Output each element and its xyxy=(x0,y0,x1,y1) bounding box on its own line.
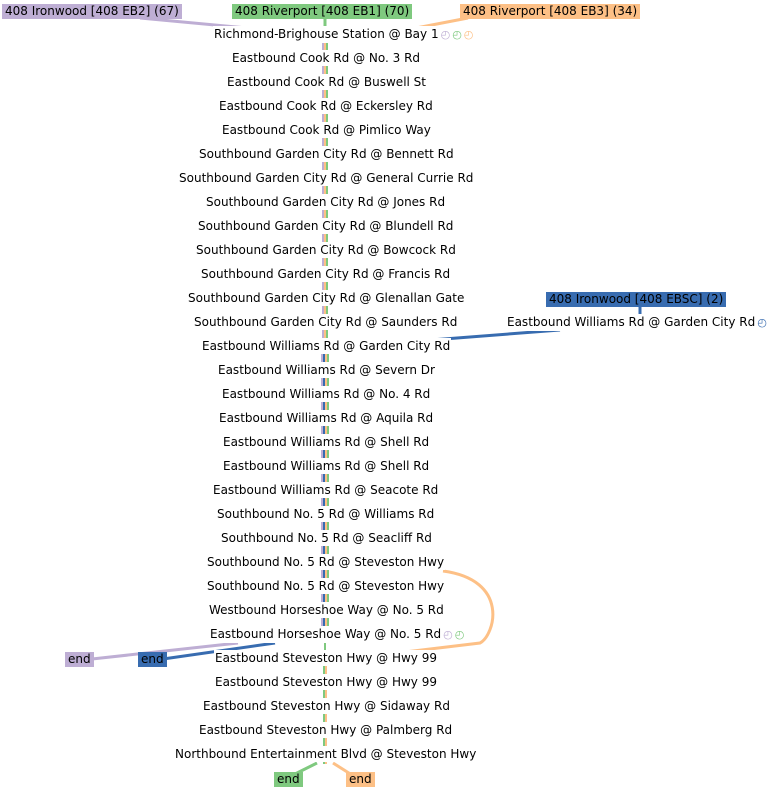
eb2-end-connector xyxy=(91,641,239,661)
stop-name: Southbound Garden City Rd @ Jones Rd xyxy=(206,195,446,209)
stop-label: Southbound Garden City Rd @ General Curr… xyxy=(178,170,475,186)
branch-stop-name: Eastbound Williams Rd @ Garden City Rd xyxy=(507,315,756,329)
stop-name: Eastbound Williams Rd @ Shell Rd xyxy=(223,435,430,449)
stop-name: Richmond-Brighouse Station @ Bay 1 xyxy=(214,27,439,41)
stop-name: Southbound Garden City Rd @ General Curr… xyxy=(179,171,474,185)
stop-label: Eastbound Steveston Hwy @ Hwy 99 xyxy=(214,650,438,666)
end-label-ebsc: end xyxy=(138,652,167,667)
stop-label: Southbound Garden City Rd @ Glenallan Ga… xyxy=(187,290,466,306)
stop-name: Eastbound Williams Rd @ Garden City Rd xyxy=(202,339,451,353)
clock-icon: ◴ xyxy=(443,628,453,641)
stop-label: Southbound Garden City Rd @ Bennett Rd xyxy=(198,146,455,162)
stop-name: Southbound Garden City Rd @ Francis Rd xyxy=(201,267,451,281)
stop-name: Southbound Garden City Rd @ Blundell Rd xyxy=(198,219,454,233)
eb3-loop-connector xyxy=(379,569,495,657)
stop-label: Southbound Garden City Rd @ Bowcock Rd xyxy=(195,242,457,258)
stop-name: Southbound Garden City Rd @ Bowcock Rd xyxy=(196,243,456,257)
end-label-eb2: end xyxy=(65,652,94,667)
stop-label: Eastbound Williams Rd @ No. 4 Rd xyxy=(221,386,432,402)
stop-name: Southbound No. 5 Rd @ Seacliff Rd xyxy=(221,531,432,545)
stop-label: Southbound Garden City Rd @ Francis Rd xyxy=(200,266,452,282)
end-label-eb3: end xyxy=(346,772,375,787)
stop-label: Southbound No. 5 Rd @ Williams Rd xyxy=(216,506,436,522)
clock-icon: ◴ xyxy=(440,28,451,41)
stop-label: Southbound No. 5 Rd @ Seacliff Rd xyxy=(220,530,433,546)
clock-icon: ◴ xyxy=(757,316,767,329)
stop-label: Eastbound Steveston Hwy @ Hwy 99 xyxy=(214,674,438,690)
stop-label: Southbound Garden City Rd @ Saunders Rd xyxy=(193,314,459,330)
stop-label: Eastbound Williams Rd @ Shell Rd xyxy=(222,434,431,450)
stop-name: Eastbound Steveston Hwy @ Hwy 99 xyxy=(215,651,437,665)
stop-label: Eastbound Williams Rd @ Shell Rd xyxy=(222,458,431,474)
stop-label: Southbound Garden City Rd @ Jones Rd xyxy=(205,194,447,210)
stop-label: Southbound Garden City Rd @ Blundell Rd xyxy=(197,218,455,234)
stop-label: Eastbound Williams Rd @ Aquila Rd xyxy=(218,410,435,426)
clock-icon: ◴ xyxy=(463,28,474,41)
stop-label: Southbound No. 5 Rd @ Steveston Hwy xyxy=(206,578,446,594)
stop-label: Northbound Entertainment Blvd @ Stevesto… xyxy=(174,746,478,762)
stop-name: Eastbound Steveston Hwy @ Sidaway Rd xyxy=(203,699,450,713)
route-label-ebsc: 408 Ironwood [408 EBSC] (2) xyxy=(546,292,727,307)
stop-name: Eastbound Williams Rd @ Seacote Rd xyxy=(213,483,439,497)
branch-stop-label: Eastbound Williams Rd @ Garden City Rd◴ xyxy=(506,314,768,331)
stop-name: Eastbound Cook Rd @ Eckersley Rd xyxy=(219,99,433,113)
clock-icon: ◴ xyxy=(454,628,465,641)
stop-name: Westbound Horseshoe Way @ No. 5 Rd xyxy=(209,603,444,617)
stop-name: Eastbound Steveston Hwy @ Hwy 99 xyxy=(215,675,437,689)
end-label-eb1: end xyxy=(274,772,303,787)
stop-name: Southbound No. 5 Rd @ Steveston Hwy xyxy=(207,579,445,593)
stop-name: Eastbound Steveston Hwy @ Palmberg Rd xyxy=(199,723,453,737)
stop-label: Southbound No. 5 Rd @ Steveston Hwy xyxy=(206,554,446,570)
stop-name: Southbound Garden City Rd @ Saunders Rd xyxy=(194,315,458,329)
route-label-eb2: 408 Ironwood [408 EB2] (67) xyxy=(2,4,182,19)
stop-name: Eastbound Cook Rd @ No. 3 Rd xyxy=(232,51,421,65)
clock-icon: ◴ xyxy=(452,28,462,41)
stop-label: Eastbound Cook Rd @ Pimlico Way xyxy=(221,122,432,138)
route-label-eb1: 408 Riverport [408 EB1] (70) xyxy=(232,4,413,19)
stop-label: Eastbound Steveston Hwy @ Palmberg Rd xyxy=(198,722,454,738)
stop-name: Eastbound Cook Rd @ Pimlico Way xyxy=(222,123,431,137)
stop-label: Richmond-Brighouse Station @ Bay 1◴◴◴ xyxy=(213,26,475,43)
stop-name: Eastbound Cook Rd @ Buswell St xyxy=(227,75,426,89)
stop-name: Southbound No. 5 Rd @ Williams Rd xyxy=(217,507,435,521)
stop-label: Eastbound Cook Rd @ Eckersley Rd xyxy=(218,98,434,114)
stop-name: Southbound No. 5 Rd @ Steveston Hwy xyxy=(207,555,445,569)
stop-name: Northbound Entertainment Blvd @ Stevesto… xyxy=(175,747,477,761)
route-label-eb3: 408 Riverport [408 EB3] (34) xyxy=(460,4,641,19)
stop-name: Eastbound Horseshoe Way @ No. 5 Rd xyxy=(210,627,442,641)
stop-name: Southbound Garden City Rd @ Glenallan Ga… xyxy=(188,291,465,305)
stop-label: Eastbound Steveston Hwy @ Sidaway Rd xyxy=(202,698,451,714)
stop-label: Eastbound Williams Rd @ Severn Dr xyxy=(217,362,436,378)
stop-name: Eastbound Williams Rd @ Aquila Rd xyxy=(219,411,434,425)
stop-label: Eastbound Cook Rd @ No. 3 Rd xyxy=(231,50,422,66)
stop-label: Westbound Horseshoe Way @ No. 5 Rd xyxy=(208,602,445,618)
stop-name: Eastbound Williams Rd @ No. 4 Rd xyxy=(222,387,431,401)
stop-name: Eastbound Williams Rd @ Shell Rd xyxy=(223,459,430,473)
stop-label: Eastbound Horseshoe Way @ No. 5 Rd◴◴ xyxy=(209,626,466,643)
stop-label: Eastbound Williams Rd @ Seacote Rd xyxy=(212,482,440,498)
stop-name: Eastbound Williams Rd @ Severn Dr xyxy=(218,363,435,377)
stop-name: Southbound Garden City Rd @ Bennett Rd xyxy=(199,147,454,161)
stop-label: Eastbound Cook Rd @ Buswell St xyxy=(226,74,427,90)
stop-label: Eastbound Williams Rd @ Garden City Rd xyxy=(201,338,452,354)
